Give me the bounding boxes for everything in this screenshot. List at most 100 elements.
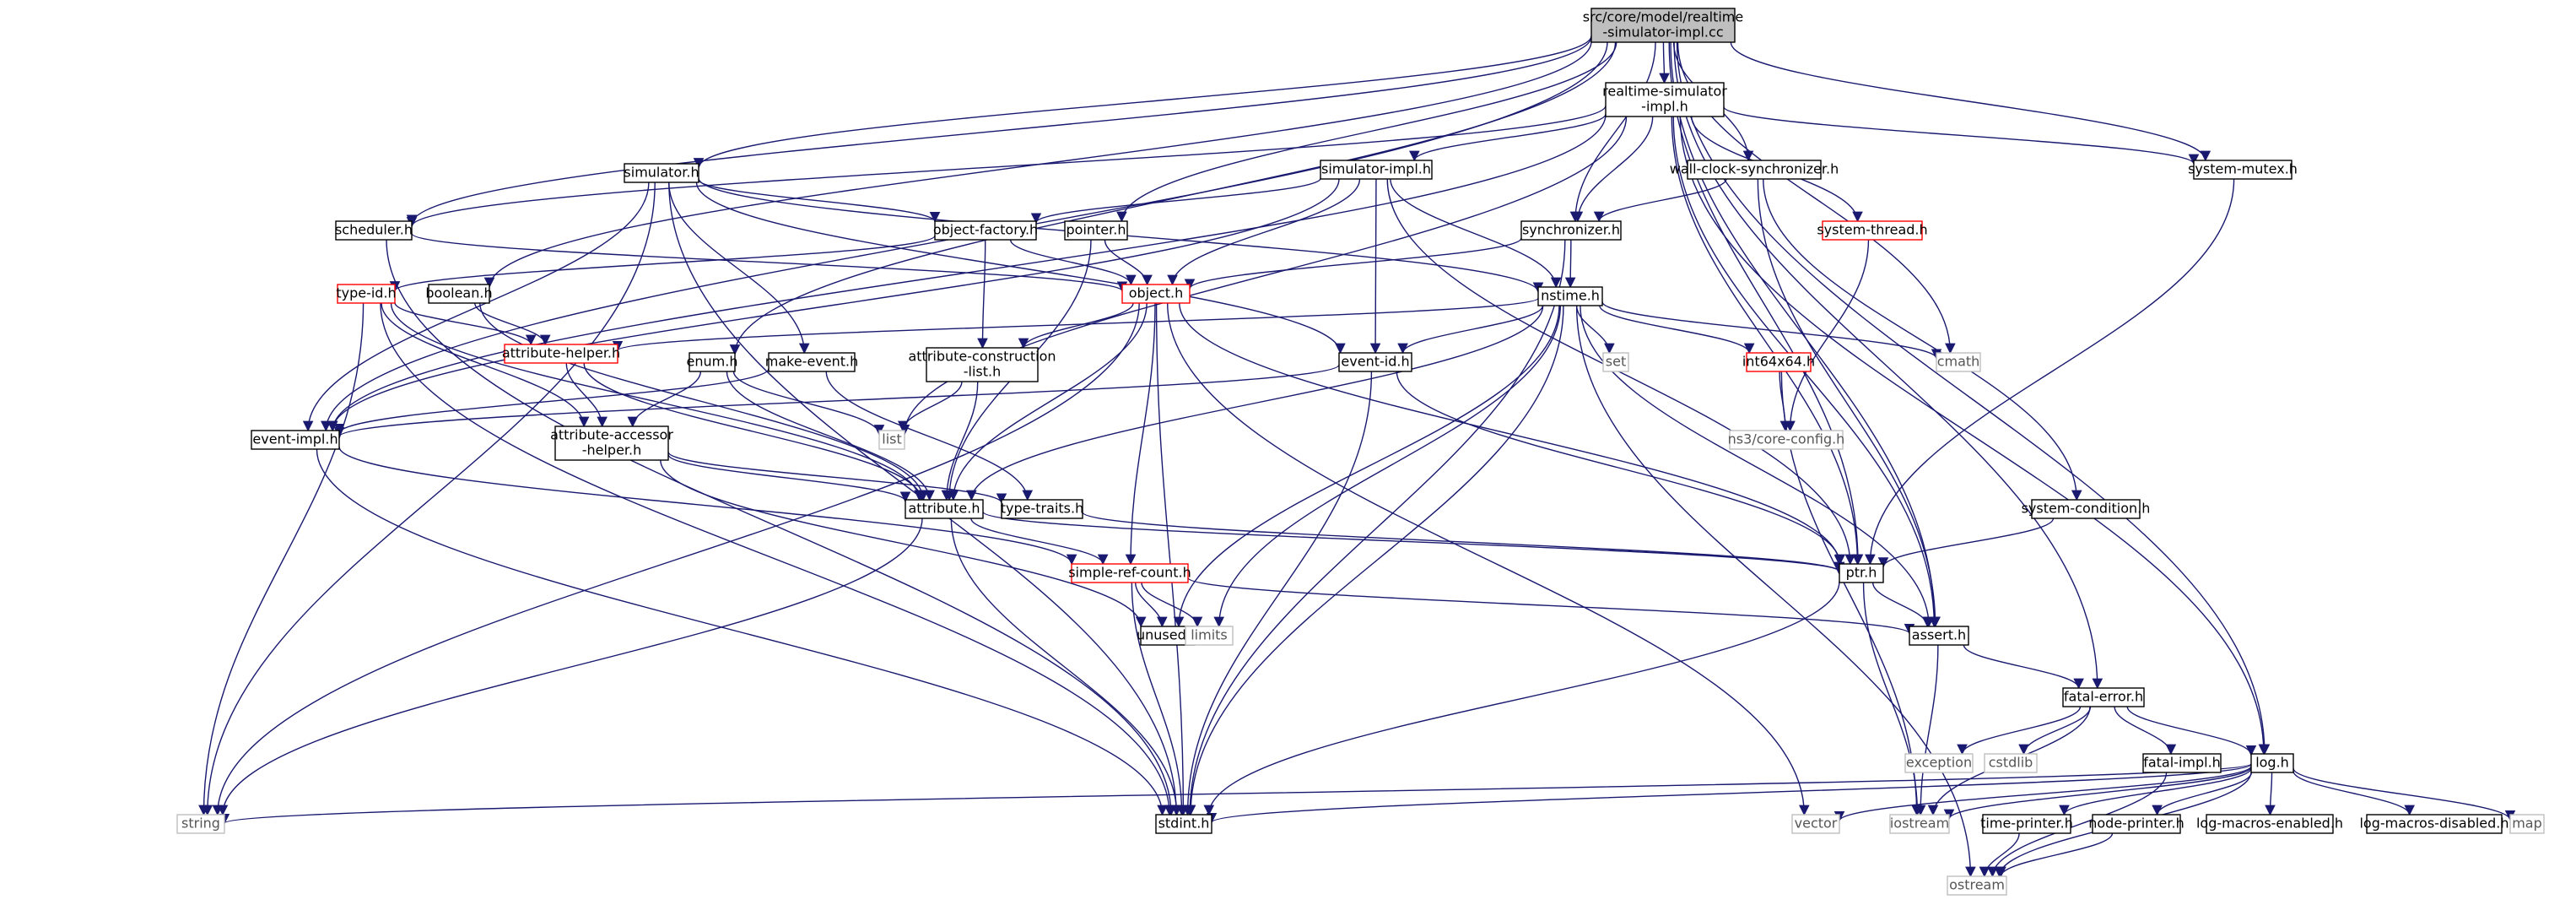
edge-object-to-attrconst: [1018, 302, 1134, 350]
node-cstdlib-label-0: cstdlib: [1989, 755, 2033, 771]
node-objfactory-label-0: object-factory.h: [933, 222, 1038, 238]
node-simulator[interactable]: simulator.h: [624, 163, 699, 183]
node-logmacrosdis-label-0: log-macros-disabled.h: [2359, 816, 2508, 832]
node-iostream-label-0: iostream: [1890, 816, 1949, 832]
node-scheduler[interactable]: scheduler.h: [335, 220, 413, 241]
node-vector-box: [1791, 814, 1840, 834]
edge-rtsimh-to-simimpl: [1409, 113, 1607, 162]
edge-rtsimh-to-log: [1679, 116, 2270, 756]
node-ptr[interactable]: ptr.h: [1839, 563, 1884, 583]
edge-systhread-to-coreconfig: [1785, 239, 1870, 432]
edge-log-to-logmacrosdis: [2292, 771, 2415, 816]
edge-makeevent-to-typetraits: [825, 371, 1033, 501]
node-eventid[interactable]: event-id.h: [1338, 352, 1412, 372]
node-enum[interactable]: enum.h: [687, 352, 738, 372]
node-systhread[interactable]: system-thread.h: [1817, 220, 1928, 241]
node-typetraits[interactable]: type-traits.h: [1001, 499, 1083, 519]
node-logmacrosdis[interactable]: log-macros-disabled.h: [2359, 814, 2509, 834]
node-eventimpl-label-0: event-impl.h: [252, 431, 338, 447]
edge-attrhelper-to-attraccessor: [565, 362, 608, 428]
node-root[interactable]: src/core/model/realtime-simulator-impl.c…: [1583, 8, 1743, 43]
edge-log-to-map: [2292, 767, 2516, 821]
node-unused-label-0: unused.h: [1137, 627, 1199, 643]
node-wallclock[interactable]: wall-clock-synchronizer.h: [1670, 160, 1839, 180]
edge-pointer-to-object: [1104, 239, 1153, 286]
edge-rtsimh-to-sync: [1572, 116, 1654, 223]
node-vector: vector: [1791, 814, 1840, 834]
node-int64x64-box: [1746, 352, 1812, 372]
node-coreconfig-label-0: ns3/core-config.h: [1728, 431, 1845, 447]
node-pointer-box: [1064, 220, 1128, 241]
node-rtsimh[interactable]: realtime-simulator-impl.h: [1602, 82, 1727, 117]
node-sysmutex[interactable]: system-mutex.h: [2188, 160, 2298, 180]
node-attribute[interactable]: attribute.h: [905, 499, 984, 519]
node-simplerefcount-box: [1071, 563, 1189, 583]
edge-attrhelper-to-attribute: [583, 362, 927, 501]
node-cstdlib: cstdlib: [1984, 753, 2038, 773]
edge-assert-to-fatalerror: [1963, 644, 2084, 690]
edge-ptr-to-assert: [1871, 582, 1933, 628]
node-attrconst-label-0: attribute-construction: [908, 349, 1056, 365]
node-unused[interactable]: unused.h: [1137, 626, 1199, 646]
nodes-layer: src/core/model/realtime-simulator-impl.c…: [176, 8, 2545, 896]
node-attraccessor[interactable]: attribute-accessor-helper.h: [550, 425, 673, 461]
node-int64x64[interactable]: int64x64.h: [1742, 352, 1815, 372]
edge-typetraits-to-ptr: [1082, 512, 1844, 573]
node-assert[interactable]: assert.h: [1909, 626, 1969, 646]
node-nodeprinter[interactable]: node-printer.h: [2088, 814, 2184, 834]
node-root-box: [1590, 8, 1736, 43]
node-boolean[interactable]: boolean.h: [425, 284, 493, 304]
node-simplerefcount[interactable]: simple-ref-count.h: [1068, 563, 1191, 583]
node-scheduler-box: [335, 220, 413, 241]
node-fatalimpl-box: [2142, 753, 2222, 773]
edge-root-to-assert: [1670, 41, 1941, 628]
node-timeprinter-box: [1982, 814, 2071, 834]
edge-root-to-rtsimh: [1659, 41, 1670, 84]
edge-simimpl-to-nstime: [1390, 178, 1562, 289]
node-nstime[interactable]: nstime.h: [1537, 286, 1603, 306]
edge-attribute-to-string: [217, 518, 923, 816]
node-timeprinter[interactable]: time-printer.h: [1980, 814, 2073, 834]
edge-eventimpl-to-simplerefcount: [338, 447, 1077, 566]
edge-simplerefcount-to-unused: [1134, 582, 1168, 628]
node-attribute-label-0: attribute.h: [908, 501, 980, 517]
node-eventimpl[interactable]: event-impl.h: [251, 430, 340, 450]
node-logmacrosdis-box: [2366, 814, 2503, 834]
edge-root-to-sync: [1569, 41, 1656, 223]
node-enum-label-0: enum.h: [687, 354, 738, 370]
node-object[interactable]: object.h: [1121, 284, 1191, 304]
edge-root-to-scheduler: [406, 36, 1592, 226]
node-simimpl[interactable]: simulator-impl.h: [1320, 160, 1433, 180]
node-typeid[interactable]: type-id.h: [336, 284, 397, 304]
node-fatalimpl[interactable]: fatal-impl.h: [2142, 753, 2222, 773]
node-syscond[interactable]: system-condition.h: [2022, 499, 2151, 519]
edge-simulator-to-makeevent: [668, 182, 810, 355]
node-attrhelper-label-0: attribute-helper.h: [502, 345, 620, 361]
node-attrhelper[interactable]: attribute-helper.h: [502, 344, 620, 364]
node-logmacrosen[interactable]: log-macros-enabled.h: [2196, 814, 2343, 834]
edge-wallclock-to-syscond: [1763, 178, 2082, 501]
node-attrconst[interactable]: attribute-construction-list.h: [908, 347, 1056, 382]
node-rtsimh-box: [1605, 82, 1725, 117]
edge-attraccessor-to-unused: [660, 459, 1147, 628]
node-fatalerror[interactable]: fatal-error.h: [2062, 687, 2145, 707]
node-stdint[interactable]: stdint.h: [1155, 814, 1212, 834]
edge-rtsimh-to-ptr: [1671, 116, 1863, 566]
node-eventimpl-box: [251, 430, 340, 450]
edge-objfactory-to-object: [1009, 239, 1137, 286]
node-sync[interactable]: synchronizer.h: [1520, 220, 1622, 241]
node-pointer[interactable]: pointer.h: [1064, 220, 1128, 241]
edge-eventid-to-eventimpl: [334, 364, 1340, 438]
node-objfactory[interactable]: object-factory.h: [933, 220, 1038, 241]
node-assert-label-0: assert.h: [1912, 627, 1966, 643]
edge-root-to-fatalerror: [1673, 41, 2103, 690]
edge-rtsimh-to-sysmutex: [1723, 106, 2200, 165]
edge-objfactory-to-attrconst: [977, 239, 988, 350]
edge-scheduler-to-object: [411, 233, 1127, 293]
node-makeevent[interactable]: make-event.h: [765, 352, 859, 372]
node-objfactory-box: [934, 220, 1037, 241]
node-log[interactable]: log.h: [2250, 753, 2294, 773]
node-root-label-1: -simulator-impl.cc: [1602, 24, 1723, 41]
node-eventid-box: [1338, 352, 1412, 372]
node-string: string: [176, 814, 225, 834]
